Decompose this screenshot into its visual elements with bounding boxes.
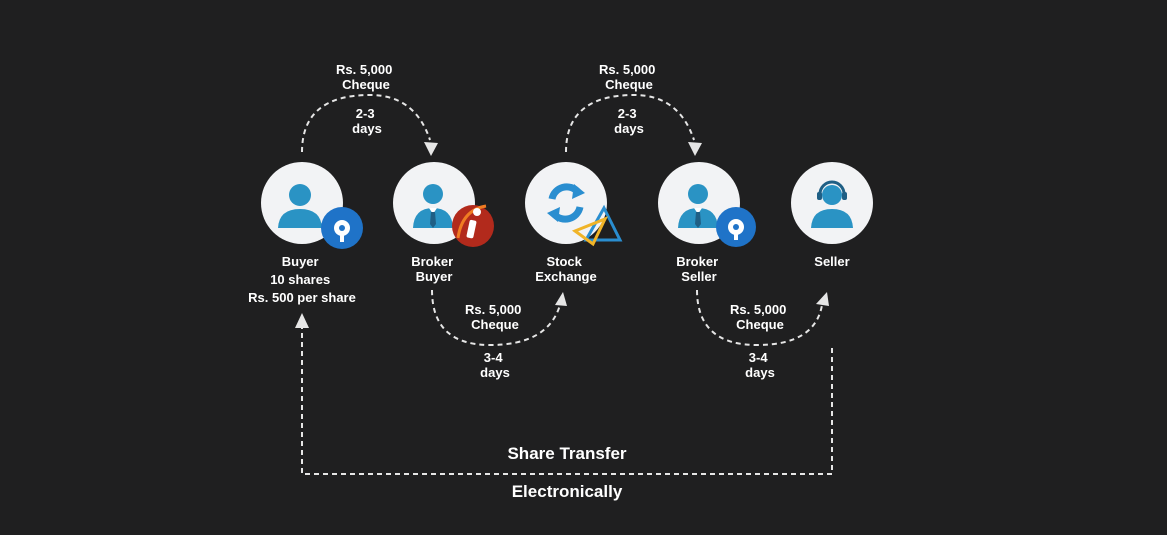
duration-line: 2-3 bbox=[618, 106, 637, 121]
buyer-label-line: Buyer bbox=[282, 254, 319, 269]
duration-line: days bbox=[745, 365, 775, 380]
duration-line: 3-4 bbox=[749, 350, 769, 365]
buyer-shares-line: 10 shares bbox=[270, 272, 330, 287]
amount-line: Cheque bbox=[736, 317, 784, 332]
node-label-broker-buyer: Broker Buyer bbox=[411, 254, 457, 284]
arrowhead bbox=[424, 142, 438, 156]
flow-amount-buyer-to-broker: Rs. 5,000 Cheque bbox=[336, 62, 396, 92]
amount-line: Cheque bbox=[342, 77, 390, 92]
flow-amount-broker-to-exchange: Rs. 5,000 Cheque bbox=[465, 302, 525, 332]
node-label-stock-exchange: Stock Exchange bbox=[535, 254, 596, 284]
flow-arc-buyer-to-broker bbox=[301, 93, 431, 153]
flow-arc-broker-seller-to-seller bbox=[696, 289, 823, 347]
exchange-logo-badge bbox=[571, 204, 623, 247]
buyer-price-line: Rs. 500 per share bbox=[248, 290, 356, 305]
node-label-seller: Seller bbox=[814, 254, 849, 269]
flow-amount-exchange-to-broker-seller: Rs. 5,000 Cheque bbox=[599, 62, 659, 92]
node-broker-seller bbox=[658, 162, 756, 247]
share-transfer-loop bbox=[301, 328, 833, 475]
amount-line: Rs. 5,000 bbox=[336, 62, 392, 77]
flow-duration-broker-to-exchange: 3-4 days bbox=[480, 350, 510, 380]
node-circle bbox=[525, 162, 607, 244]
label-line: Buyer bbox=[416, 269, 453, 284]
amount-line: Rs. 5,000 bbox=[599, 62, 655, 77]
person-icon bbox=[278, 184, 322, 228]
duration-line: 2-3 bbox=[356, 106, 375, 121]
node-label-broker-seller: Broker Seller bbox=[676, 254, 722, 284]
node-broker-buyer bbox=[393, 162, 494, 247]
duration-line: days bbox=[480, 365, 510, 380]
businessman-icon bbox=[678, 184, 718, 228]
label-line: Exchange bbox=[535, 269, 596, 284]
arrowhead bbox=[688, 142, 702, 156]
duration-line: days bbox=[614, 121, 644, 136]
amount-line: Rs. 5,000 bbox=[730, 302, 786, 317]
amount-line: Rs. 5,000 bbox=[465, 302, 521, 317]
sbi-logo-badge bbox=[716, 207, 756, 247]
flow-amount-broker-seller-to-seller: Rs. 5,000 Cheque bbox=[730, 302, 790, 332]
amount-line: Cheque bbox=[605, 77, 653, 92]
exchange-arrows-icon bbox=[547, 183, 585, 223]
arrowhead bbox=[295, 313, 309, 328]
headset-person-icon bbox=[811, 180, 853, 228]
label-line: Seller bbox=[814, 254, 849, 269]
amount-line: Cheque bbox=[471, 317, 519, 332]
label-line: Seller bbox=[681, 269, 716, 284]
duration-line: 3-4 bbox=[484, 350, 504, 365]
share-transfer-title: Share Transfer bbox=[507, 444, 626, 463]
share-transfer-subtitle: Electronically bbox=[512, 482, 623, 501]
arrowhead bbox=[555, 292, 567, 306]
node-seller bbox=[791, 162, 873, 244]
label-line: Broker bbox=[411, 254, 453, 269]
label-line: Broker bbox=[676, 254, 718, 269]
node-stock-exchange bbox=[525, 162, 623, 247]
flow-arc-exchange-to-broker-seller bbox=[565, 93, 695, 153]
flow-duration-buyer-to-broker: 2-3 days bbox=[352, 106, 382, 136]
businessman-icon bbox=[413, 184, 453, 228]
node-buyer bbox=[261, 162, 363, 249]
arrowhead bbox=[816, 292, 829, 306]
node-label-buyer: Buyer 10 shares Rs. 500 per share bbox=[248, 254, 356, 305]
duration-line: days bbox=[352, 121, 382, 136]
label-line: Stock bbox=[546, 254, 582, 269]
icici-logo-badge bbox=[452, 204, 494, 247]
flow-duration-broker-seller-to-seller: 3-4 days bbox=[745, 350, 775, 380]
flow-arc-broker-to-exchange bbox=[431, 289, 561, 347]
sbi-logo-badge bbox=[321, 207, 363, 249]
flow-duration-exchange-to-broker-seller: 2-3 days bbox=[614, 106, 644, 136]
